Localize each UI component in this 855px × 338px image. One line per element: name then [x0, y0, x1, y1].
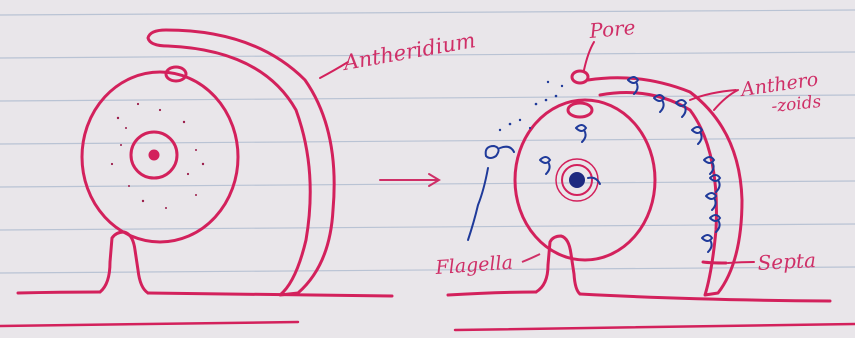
- label-septa: Septa: [757, 248, 816, 275]
- right-nucleus: [556, 159, 598, 201]
- label-pore: Pore: [587, 15, 636, 43]
- septa-pointer: [728, 262, 754, 263]
- septum-line: [703, 262, 726, 263]
- left-nucleus-inner: [150, 151, 158, 159]
